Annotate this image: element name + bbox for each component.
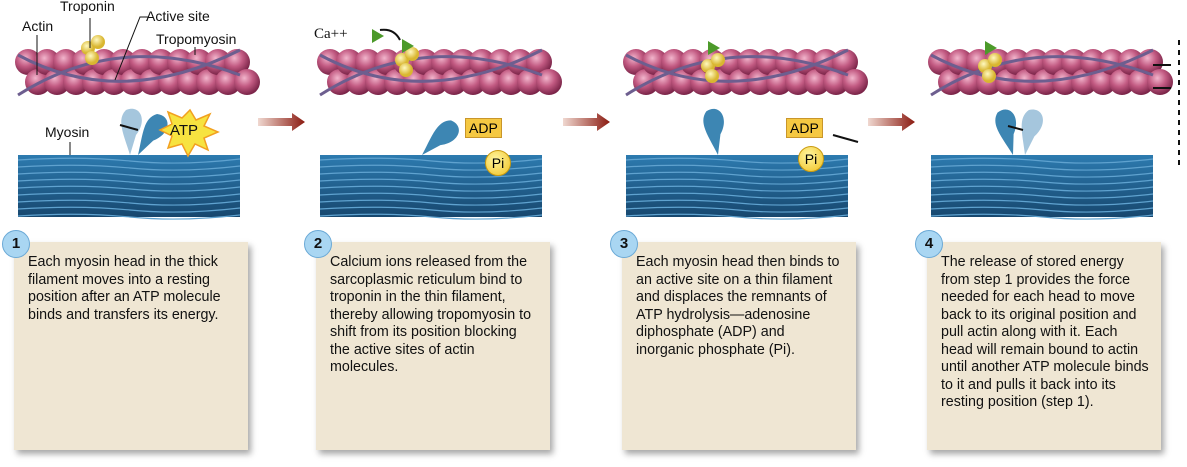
label-tropomyosin: Tropomyosin bbox=[156, 31, 237, 47]
step-2-panel: Ca++ ADP Pi 2 Calcium ions released from… bbox=[302, 0, 602, 467]
step-3-panel: ADP Pi 3 Each myosin head then binds to … bbox=[608, 0, 908, 467]
step-2-description: 2 Calcium ions released from the sarcopl… bbox=[304, 230, 550, 450]
label-myosin: Myosin bbox=[45, 124, 90, 140]
step-3-text: Each myosin head then binds to an active… bbox=[636, 254, 840, 358]
step-4-text: The release of stored energy from step 1… bbox=[941, 254, 1149, 410]
label-active-site: Active site bbox=[146, 8, 210, 24]
step-4-description: 4 The release of stored energy from step… bbox=[915, 230, 1161, 450]
label-calcium: Ca++ bbox=[314, 26, 348, 42]
myosin-head-icon bbox=[422, 120, 459, 155]
next-step-arrow-icon bbox=[563, 113, 610, 131]
next-step-arrow-icon bbox=[258, 113, 305, 131]
pi-label: Pi bbox=[485, 150, 511, 176]
troponin-icon bbox=[978, 53, 1002, 83]
step-2-badge: 2 bbox=[304, 230, 332, 258]
sarcomere-illustration-4 bbox=[928, 40, 1180, 220]
step-3-badge: 3 bbox=[610, 230, 638, 258]
sarcomere-illustration-3 bbox=[623, 41, 868, 220]
calcium-ion-icon bbox=[708, 41, 720, 55]
myosin-head-icon bbox=[703, 109, 724, 155]
next-step-arrow-icon bbox=[868, 113, 915, 131]
sarcomere-illustration-1 bbox=[15, 16, 260, 220]
adp-label: ADP bbox=[465, 118, 502, 138]
atp-burst-icon bbox=[158, 108, 220, 158]
troponin-icon bbox=[701, 53, 725, 83]
myosin-head-icon bbox=[995, 109, 1017, 155]
troponin-icon bbox=[81, 35, 105, 65]
troponin-icon bbox=[395, 47, 419, 77]
calcium-ion-icon bbox=[372, 29, 384, 43]
atp-label: ATP bbox=[170, 122, 199, 139]
step-1-text: Each myosin head in the thick filament m… bbox=[28, 254, 221, 323]
step-1-badge: 1 bbox=[2, 230, 30, 258]
pi-label: Pi bbox=[798, 146, 824, 172]
label-troponin: Troponin bbox=[60, 0, 115, 14]
step-4-badge: 4 bbox=[915, 230, 943, 258]
adp-label: ADP bbox=[786, 118, 823, 138]
calcium-ion-icon bbox=[985, 41, 997, 55]
calcium-ion-icon bbox=[402, 39, 414, 53]
step-1-panel: Actin Troponin Active site Tropomyosin M… bbox=[0, 0, 300, 467]
myosin-head-icon bbox=[121, 108, 142, 155]
step-4-panel: 4 The release of stored energy from step… bbox=[913, 0, 1187, 467]
label-actin: Actin bbox=[22, 18, 54, 34]
myosin-head-icon bbox=[1021, 109, 1043, 155]
step-3-description: 3 Each myosin head then binds to an acti… bbox=[610, 230, 856, 450]
step-1-description: 1 Each myosin head in the thick filament… bbox=[2, 230, 248, 450]
myosin-head-icon bbox=[138, 114, 168, 155]
step-2-text: Calcium ions released from the sarcoplas… bbox=[330, 254, 532, 375]
sarcomere-illustration-2 bbox=[317, 28, 562, 220]
